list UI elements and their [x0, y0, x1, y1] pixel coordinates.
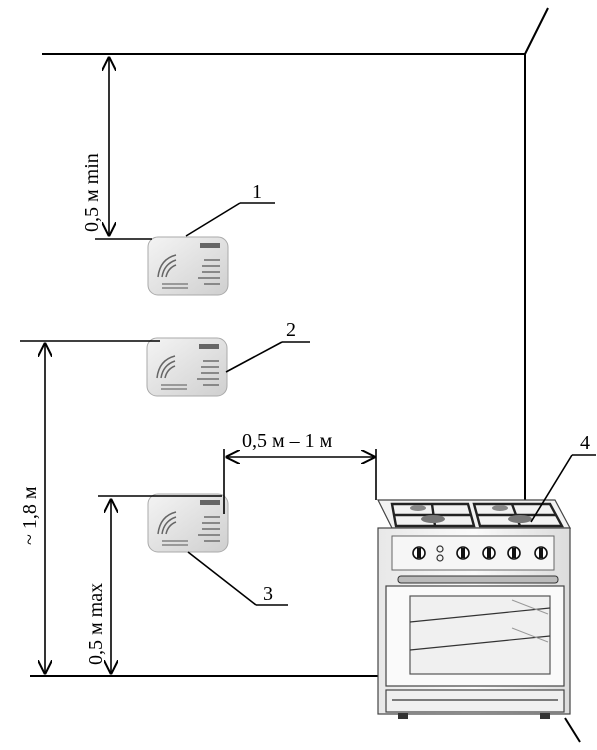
callout-4-label: 4	[580, 432, 590, 454]
top-gap-label: 0,5 м min	[81, 153, 103, 232]
corner-floor-line	[564, 717, 581, 743]
callout-3-label: 3	[263, 583, 273, 605]
dimension-bottom-gap: 0,5 м max	[85, 500, 111, 673]
gas-detector-1: 1	[95, 181, 275, 296]
callout-1-label: 1	[252, 181, 262, 203]
room-outline	[30, 7, 581, 743]
callout-4-leader	[530, 454, 573, 523]
callout-1-leader	[185, 202, 241, 237]
corner-ceiling-line	[524, 7, 549, 55]
total-height-label: ~ 1,8 м	[19, 486, 41, 545]
gas-detector-2: 2	[20, 319, 310, 397]
callout-3-leader	[187, 551, 257, 606]
dimension-horizontal: 0,5 м – 1 м	[227, 430, 377, 500]
callout-2-leader	[225, 341, 283, 373]
horizontal-distance-label: 0,5 м – 1 м	[242, 430, 333, 452]
callout-4: 4	[530, 432, 596, 523]
dimension-total-height: ~ 1,8 м	[19, 344, 45, 673]
dimension-top-gap: 0,5 м min	[81, 58, 109, 235]
gas-detector-3: 3	[98, 449, 288, 606]
gas-stove-icon	[377, 499, 572, 719]
callout-2-label: 2	[286, 319, 296, 341]
bottom-gap-label: 0,5 м max	[85, 583, 107, 665]
